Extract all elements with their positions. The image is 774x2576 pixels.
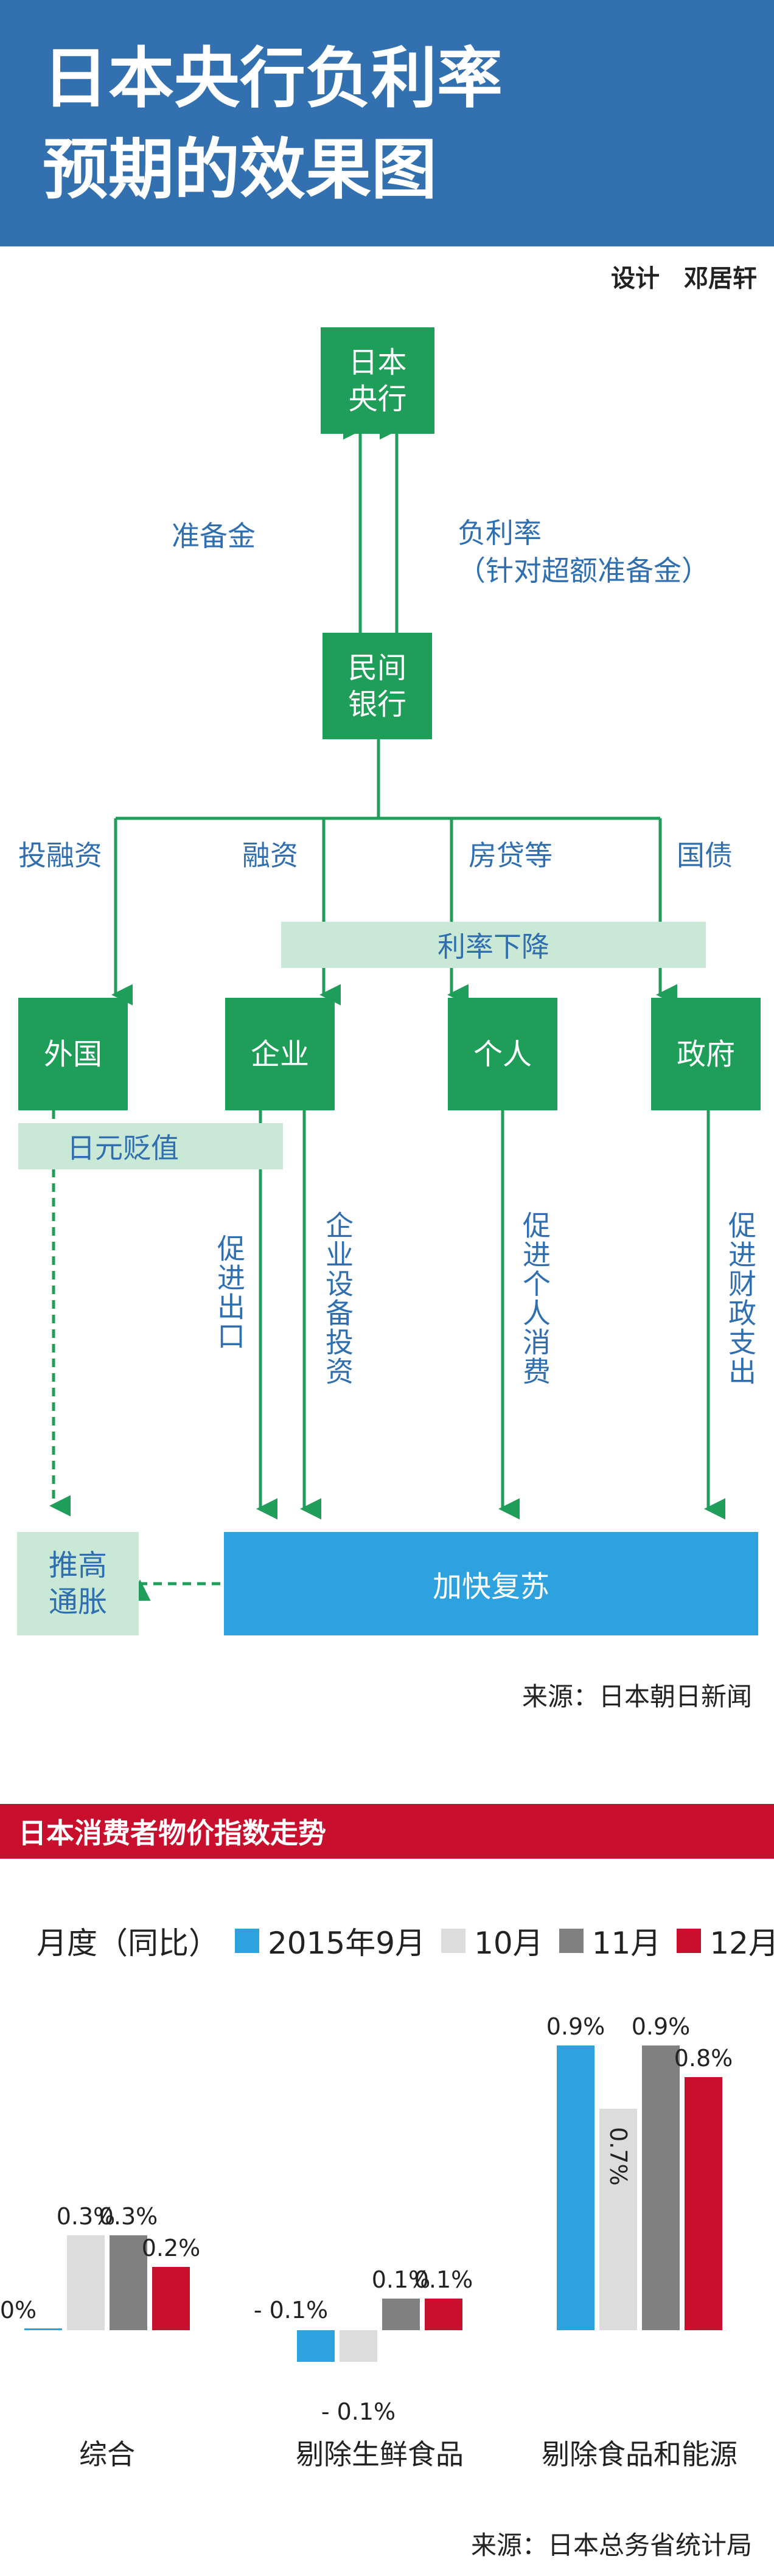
cpi-bar-chart: 0% 0.3%0.3% 0.2% 综合 - 0.1% - 0.1% 0.1%0.1% 剔除生鲜…	[0, 2013, 737, 2471]
individual-node: 个人	[448, 998, 557, 1110]
bar-1-0	[297, 2330, 335, 2362]
bar-1-1	[340, 2330, 377, 2362]
negative-rate-label: 负利率 （针对超额准备金）	[458, 517, 710, 587]
category-label-2: 剔除食品和能源	[542, 2438, 737, 2471]
value-label-0-0: 0%	[0, 2297, 37, 2324]
effect-fiscal: 促进财政支出	[724, 1211, 757, 1386]
legend-swatch-dec	[677, 1929, 702, 1953]
boj-node: 日本 央行	[321, 327, 434, 434]
channel-label-foreign: 投融资	[18, 839, 102, 872]
legend-label-dec: 12月	[710, 1926, 774, 1961]
category-label-1: 剔除生鲜食品	[296, 2438, 464, 2471]
legend-prefix: 月度（同比）	[37, 1926, 219, 1961]
channel-label-enterprise: 融资	[242, 839, 298, 872]
legend-label-oct: 10月	[474, 1926, 543, 1961]
effect-consumption: 促进个人消费	[518, 1211, 551, 1386]
chart-legend: 月度（同比） 2015年9月 10月 11月 12月	[37, 1920, 774, 1962]
legend-label-nov: 11月	[591, 1926, 661, 1961]
rate-down-band: 利率下降	[281, 922, 706, 968]
channel-label-government: 国债	[677, 839, 733, 872]
bank-node: 民间 银行	[322, 633, 432, 739]
value-label-2-0: 0.9%	[546, 2013, 605, 2040]
effect-export: 促进出口	[213, 1234, 246, 1351]
recovery-node: 加快复苏	[224, 1532, 758, 1635]
value-label-1-3: 0.1%	[414, 2266, 473, 2293]
value-label-2-2: 0.9%	[632, 2013, 691, 2040]
bar-2-2	[642, 2045, 680, 2330]
value-label-1-2: 0.1%	[372, 2266, 431, 2293]
bar-2-3	[685, 2077, 722, 2330]
channel-label-individual: 房贷等	[469, 839, 553, 872]
effect-investment: 企业设备投资	[321, 1211, 354, 1386]
government-node: 政府	[651, 998, 761, 1110]
value-label-0-2: 0.3%	[99, 2203, 158, 2230]
yen-depreciation-band: 日元贬值	[18, 1123, 283, 1169]
legend-swatch-sep	[235, 1929, 259, 1953]
inflation-node: 推高 通胀	[17, 1532, 139, 1635]
flow-connectors	[49, 418, 725, 1601]
bar-1-3	[425, 2299, 462, 2330]
header-banner: 日本央行负利率 预期的效果图	[0, 0, 774, 246]
flow-source: 来源：日本朝日新闻	[521, 1682, 752, 1711]
enterprise-node: 企业	[225, 998, 335, 1110]
chart-title-bar: 日本消费者物价指数走势	[0, 1804, 774, 1859]
reserve-label: 准备金	[172, 520, 256, 552]
page-title: 日本央行负利率 预期的效果图	[43, 41, 503, 208]
bar-1-2	[382, 2299, 420, 2330]
foreign-node: 外国	[18, 998, 128, 1110]
value-label-1-1: - 0.1%	[321, 2398, 396, 2425]
value-label-0-1: 0.3%	[57, 2203, 116, 2230]
bar-0-1	[67, 2235, 105, 2330]
category-label-0: 综合	[79, 2438, 135, 2471]
legend-label-sep: 2015年9月	[268, 1926, 426, 1961]
value-label-1-0: - 0.1%	[254, 2297, 328, 2324]
value-label-2-3: 0.8%	[674, 2045, 733, 2072]
bar-2-1	[599, 2109, 637, 2330]
legend-swatch-nov	[559, 1929, 584, 1953]
designer-credit: 设计 邓居轩	[611, 265, 757, 293]
bar-2-0	[557, 2045, 594, 2330]
bar-0-2	[110, 2235, 147, 2330]
legend-swatch-oct	[441, 1929, 466, 1953]
value-label-0-3: 0.2%	[142, 2235, 201, 2261]
bar-0-3	[152, 2267, 190, 2330]
bar-0-0	[24, 2328, 62, 2330]
value-label-2-1: 0.7%	[605, 2127, 632, 2186]
chart-source: 来源：日本总务省统计局	[470, 2530, 752, 2560]
